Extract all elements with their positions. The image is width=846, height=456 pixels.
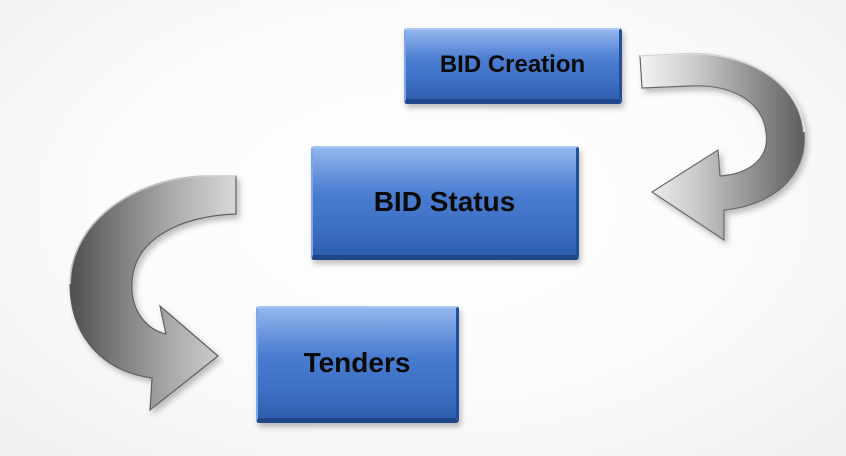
- tenders-label: Tenders: [303, 347, 411, 378]
- bid-status-label: BID Status: [373, 185, 516, 217]
- bid-creation-box: BID Creation: [404, 28, 622, 104]
- tenders-box: Tenders: [256, 306, 459, 423]
- bid-creation-label: BID Creation: [439, 50, 586, 78]
- bid-status-box: BID Status: [311, 146, 579, 260]
- arrow-creation-to-status: [639, 52, 805, 242]
- arrow-status-to-tenders: [69, 175, 237, 412]
